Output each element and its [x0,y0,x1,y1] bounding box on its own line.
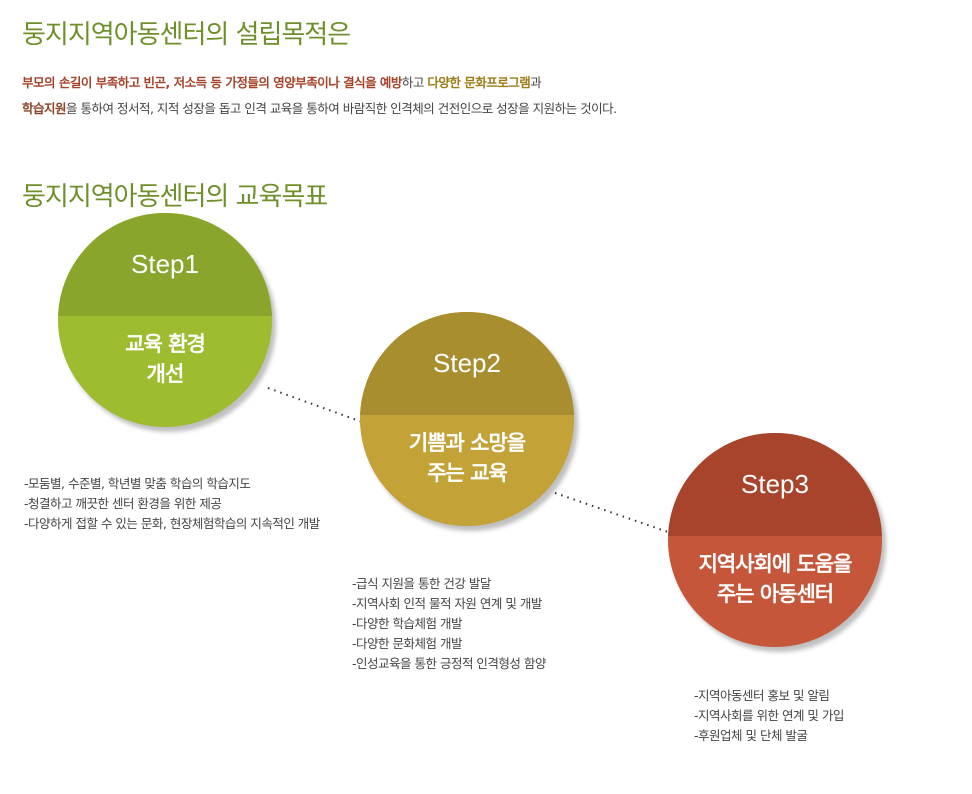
list-item: -다양한 학습체험 개발 [352,616,462,631]
connector-1-2 [267,387,363,423]
step-number: Step3 [741,468,809,499]
step-header-band [668,433,882,536]
purpose-segment: 하고 [401,75,428,90]
list-item: -지역아동센터 홍보 및 알림 [694,688,830,703]
list-item: -급식 지원을 통한 건강 발달 [352,576,491,591]
connector-2-3 [554,492,669,533]
purpose-line-2: 학습지원을 통하여 정서적, 지적 성장을 돕고 인격 교육을 통하여 바람직한… [22,96,617,122]
step3-list: -지역아동센터 홍보 및 알림 -지역사회를 위한 연계 및 가입 -후원업체 및 … [694,686,844,746]
purpose-segment: 부모의 손길이 부족하고 빈곤, 저소득 등 가정들의 영양부족이나 결식을 예… [22,75,402,90]
step1-list: -모둠별, 수준별, 학년별 맞춤 학습의 학습지도 -청결하고 깨끗한 센터 환… [24,474,320,534]
list-item: -후원업체 및 단체 발굴 [694,728,808,743]
step2-list: -급식 지원을 통한 건강 발달 -지역사회 인적 물적 자원 연계 및 개발 -다… [352,574,546,674]
list-item: -다양하게 접할 수 있는 문화, 현장체험학습의 지속적인 개발 [24,516,320,531]
step-number: Step2 [433,347,501,378]
step-label-line: 주는 아동센터 [716,581,834,606]
step-label-line: 개선 [146,361,185,386]
purpose-segment: 학습지원 [22,101,67,116]
purpose-segment: 다양한 문화프로그램 [427,75,531,90]
step-label-line: 지역사회에 도움을 [698,551,853,576]
step-label-line: 기쁨과 소망을 [408,430,526,455]
list-item: -인성교육을 통한 긍정적 인격형성 함양 [352,656,546,671]
purpose-text: 부모의 손길이 부족하고 빈곤, 저소득 등 가정들의 영양부족이나 결식을 예… [22,70,617,122]
step-number: Step1 [131,248,199,279]
list-item: -다양한 문화체험 개발 [352,636,462,651]
purpose-segment: 을 통하여 정서적, 지적 성장을 돕고 인격 교육을 통하여 바람직한 인격체… [66,101,617,116]
list-item: -지역사회를 위한 연계 및 가입 [694,708,844,723]
list-item: -모둠별, 수준별, 학년별 맞춤 학습의 학습지도 [24,476,251,491]
step-header-band [58,213,272,316]
list-item: -청결하고 깨끗한 센터 환경을 위한 제공 [24,496,222,511]
step-label-line: 주는 교육 [427,460,508,485]
purpose-segment: 과 [530,75,542,90]
list-item: -지역사회 인적 물적 자원 연계 및 개발 [352,596,542,611]
step-label-line: 교육 환경 [125,331,206,356]
step-header-band [360,312,574,415]
purpose-title: 둥지지역아동센터의 설립목적은 [22,20,351,50]
purpose-line-1: 부모의 손길이 부족하고 빈곤, 저소득 등 가정들의 영양부족이나 결식을 예… [22,70,617,96]
goals-title: 둥지지역아동센터의 교육목표 [22,182,328,212]
